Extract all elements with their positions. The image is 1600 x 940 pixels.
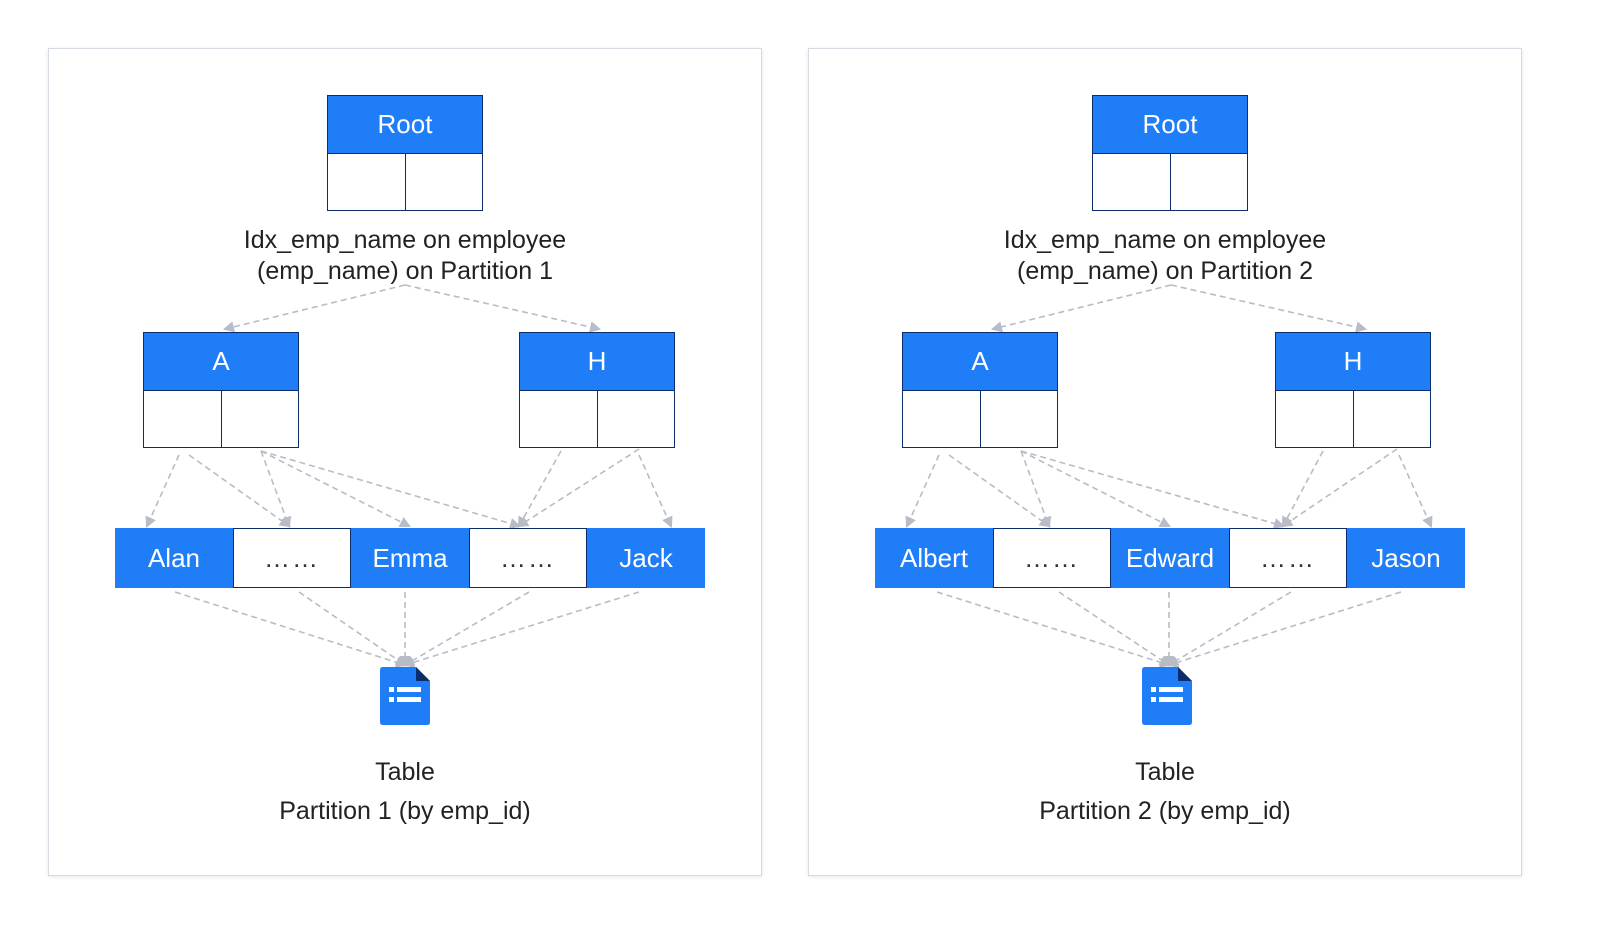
pointer-cell bbox=[1354, 391, 1431, 447]
pointer-cell bbox=[1093, 154, 1171, 210]
branch-node-a-label: A bbox=[143, 332, 299, 390]
root-node-pointers bbox=[1092, 153, 1248, 211]
leaf-to-table-edges bbox=[174, 591, 640, 668]
leaf-ellipsis: …… bbox=[233, 528, 351, 588]
root-node-label: Root bbox=[1092, 95, 1248, 153]
root-node: Root bbox=[1092, 95, 1248, 211]
table-caption: Table Partition 2 (by emp_id) bbox=[915, 753, 1415, 831]
pointer-cell bbox=[1276, 391, 1354, 447]
pointer-cell bbox=[144, 391, 222, 447]
root-to-branch-edges bbox=[990, 284, 1368, 333]
leaf-entry: Albert bbox=[875, 528, 993, 588]
branch-node-a-label: A bbox=[902, 332, 1058, 390]
leaf-entry: Alan bbox=[115, 528, 233, 588]
branch-to-leaf-edges bbox=[145, 448, 673, 529]
pointer-cell bbox=[222, 391, 299, 447]
table-caption: Table Partition 1 (by emp_id) bbox=[155, 753, 655, 831]
index-description: Idx_emp_name on employee (emp_name) on P… bbox=[155, 225, 655, 287]
index-edges bbox=[905, 284, 1433, 668]
leaf-ellipsis: …… bbox=[469, 528, 587, 588]
leaf-ellipsis: …… bbox=[993, 528, 1111, 588]
table-sublabel: Partition 1 (by emp_id) bbox=[279, 797, 531, 825]
branch-to-leaf-edges bbox=[905, 448, 1433, 529]
index-description-line1: Idx_emp_name on employee bbox=[243, 226, 567, 254]
branch-node-h-label: H bbox=[519, 332, 675, 390]
leaf-row: Albert …… Edward …… Jason bbox=[875, 528, 1465, 588]
root-node-pointers bbox=[327, 153, 483, 211]
index-description-line1: Idx_emp_name on employee bbox=[1003, 226, 1327, 254]
leaf-to-table-edges bbox=[936, 591, 1402, 668]
partition-2-panel: Root Idx_emp_name on employee (emp_name)… bbox=[808, 48, 1522, 876]
root-node-label: Root bbox=[327, 95, 483, 153]
partition-1-panel: Root Idx_emp_name on employee (emp_name)… bbox=[48, 48, 762, 876]
table-sublabel: Partition 2 (by emp_id) bbox=[1039, 797, 1291, 825]
leaf-row: Alan …… Emma …… Jack bbox=[115, 528, 705, 588]
root-to-branch-edges bbox=[222, 284, 602, 333]
table-document-icon bbox=[1142, 667, 1192, 725]
pointer-cell bbox=[981, 391, 1058, 447]
pointer-cell bbox=[1171, 154, 1248, 210]
branch-node-h: H bbox=[519, 332, 675, 448]
branch-node-h-pointers bbox=[519, 390, 675, 448]
table-label: Table bbox=[1135, 758, 1195, 786]
table-label: Table bbox=[375, 758, 435, 786]
leaf-entry: Edward bbox=[1111, 528, 1229, 588]
pointer-cell bbox=[406, 154, 483, 210]
pointer-cell bbox=[598, 391, 675, 447]
index-description: Idx_emp_name on employee (emp_name) on P… bbox=[915, 225, 1415, 287]
branch-node-h: H bbox=[1275, 332, 1431, 448]
table-document-icon bbox=[380, 667, 430, 725]
leaf-entry: Jack bbox=[587, 528, 705, 588]
branch-node-a-pointers bbox=[902, 390, 1058, 448]
leaf-entry: Emma bbox=[351, 528, 469, 588]
leaf-entry: Jason bbox=[1347, 528, 1465, 588]
root-node: Root bbox=[327, 95, 483, 211]
pointer-cell bbox=[328, 154, 406, 210]
pointer-cell bbox=[520, 391, 598, 447]
index-description-line2: (emp_name) on Partition 1 bbox=[257, 257, 553, 285]
leaf-ellipsis: …… bbox=[1229, 528, 1347, 588]
branch-node-a: A bbox=[902, 332, 1058, 448]
branch-node-h-pointers bbox=[1275, 390, 1431, 448]
pointer-cell bbox=[903, 391, 981, 447]
branch-node-h-label: H bbox=[1275, 332, 1431, 390]
branch-node-a: A bbox=[143, 332, 299, 448]
index-edges bbox=[145, 284, 673, 668]
index-description-line2: (emp_name) on Partition 2 bbox=[1017, 257, 1313, 285]
branch-node-a-pointers bbox=[143, 390, 299, 448]
